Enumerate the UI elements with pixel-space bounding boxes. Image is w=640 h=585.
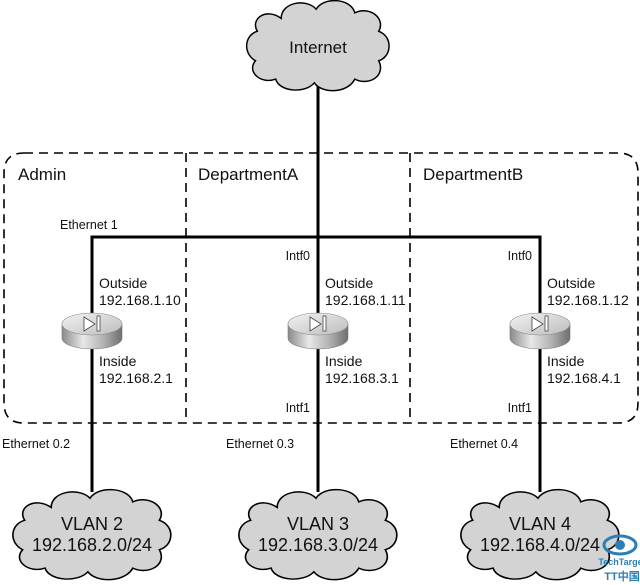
outside-interface-label: Intf0 (286, 249, 310, 263)
inside-label: Inside (547, 353, 585, 369)
vlan-name: VLAN 3 (287, 514, 349, 534)
inside-interface-label: Intf1 (286, 401, 310, 415)
outside-ip: 192.168.1.12 (547, 292, 629, 308)
vlan-subnet: 192.168.4.0/24 (480, 535, 600, 555)
router-3: Intf0Outside192.168.1.12Inside192.168.4.… (450, 249, 629, 581)
vlan-name: VLAN 2 (61, 514, 123, 534)
router-1: Outside192.168.1.10Inside192.168.2.1Ethe… (2, 275, 181, 581)
watermark-sub: TT中国 (604, 569, 639, 583)
eye-pupil-icon (615, 540, 625, 550)
eye-logo-icon (602, 534, 638, 556)
outside-label: Outside (99, 275, 147, 291)
inside-ip: 192.168.4.1 (547, 370, 621, 386)
vlan-subnet: 192.168.3.0/24 (258, 535, 378, 555)
watermark: TechTarget TT中国 (598, 534, 640, 583)
outside-ip: 192.168.1.10 (99, 292, 181, 308)
inside-label: Inside (99, 353, 137, 369)
router-2: Intf0Outside192.168.1.11Inside192.168.3.… (226, 249, 406, 581)
router-icon (509, 312, 571, 350)
inside-ip: 192.168.2.1 (99, 370, 173, 386)
downlink-label: Ethernet 0.4 (450, 437, 518, 451)
vlan-subnet: 192.168.2.0/24 (32, 535, 152, 555)
inside-ip: 192.168.3.1 (325, 370, 399, 386)
outside-interface-label: Intf0 (508, 249, 532, 263)
downlink-label: Ethernet 0.2 (2, 437, 70, 451)
downlink-label: Ethernet 0.3 (226, 437, 294, 451)
outside-label: Outside (325, 275, 373, 291)
watermark-brand: TechTarget (598, 557, 640, 567)
internet-label: Internet (289, 38, 347, 57)
inside-label: Inside (325, 353, 363, 369)
vlan-name: VLAN 4 (509, 514, 571, 534)
uplink-label: Ethernet 1 (60, 218, 118, 232)
inside-interface-label: Intf1 (508, 401, 532, 415)
router-icon (287, 312, 349, 350)
zone-label-department-b: DepartmentB (423, 165, 523, 184)
outside-ip: 192.168.1.11 (325, 292, 406, 308)
zone-container (3, 152, 639, 424)
outside-label: Outside (547, 275, 595, 291)
zone-label-department-a: DepartmentA (198, 165, 299, 184)
zone-label-admin: Admin (18, 165, 66, 184)
ethernet-bus (90, 235, 542, 330)
router-icon (61, 312, 123, 350)
